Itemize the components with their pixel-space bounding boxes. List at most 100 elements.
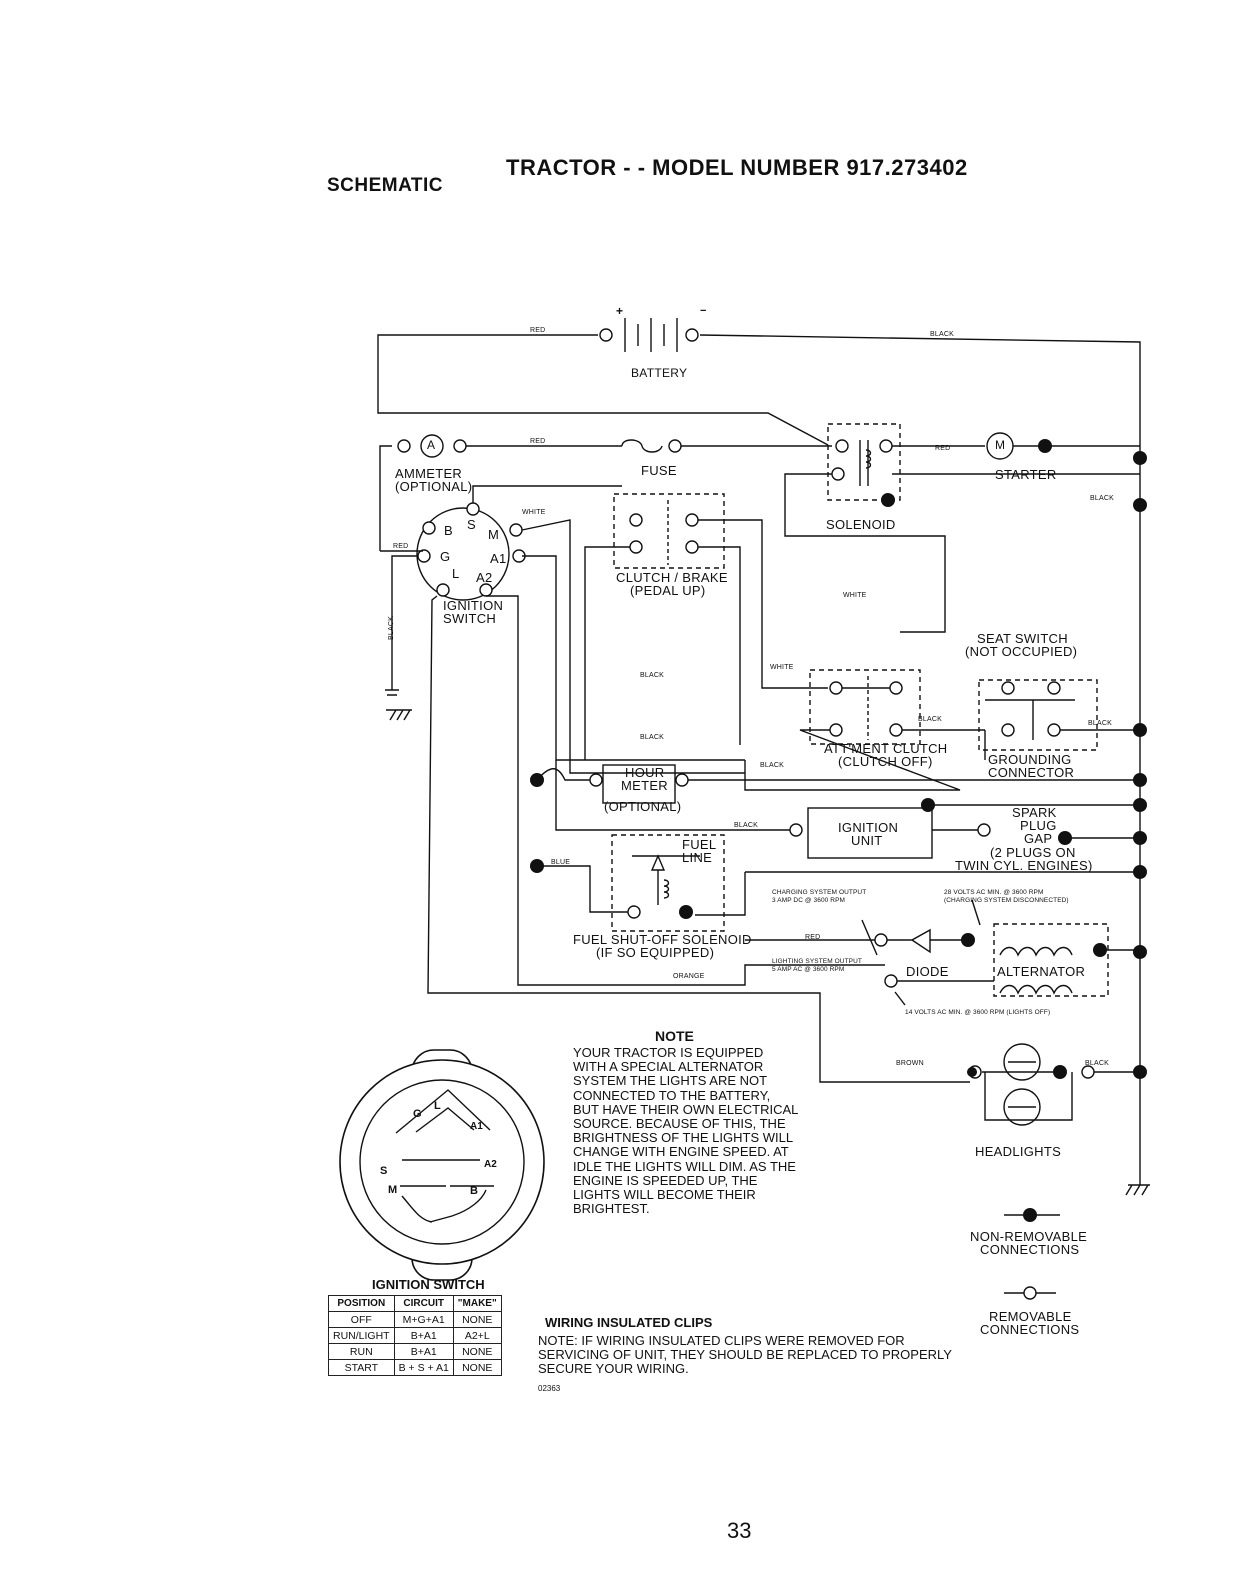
wire-black-grounding: BLACK [760, 762, 784, 769]
terminal-s: S [467, 517, 476, 532]
wire-black-seat: BLACK [1088, 720, 1112, 727]
ammeter-optional-label: (OPTIONAL) [395, 479, 473, 494]
wire-red-switch: RED [393, 543, 409, 550]
wire-orange: ORANGE [673, 973, 705, 980]
terminal-l: L [452, 566, 460, 581]
hour-meter-box [602, 764, 676, 804]
clutch-brake-box [613, 493, 725, 569]
ammeter-symbol: A [427, 438, 436, 452]
wire-black-ignition: BLACK [734, 822, 758, 829]
spark-plug-label-2: PLUG [1020, 818, 1057, 833]
battery-symbol [599, 318, 699, 352]
hour-meter-label-2: METER [621, 778, 668, 793]
lighting-output-value: 5 AMP AC @ 3600 RPM [772, 966, 845, 973]
headlight-lower-icon [1003, 1088, 1041, 1126]
solenoid-box [827, 423, 901, 501]
fuel-shutoff-box [611, 834, 725, 932]
ignition-switch-label: IGNITION [443, 598, 504, 613]
wire-red-diode: RED [805, 934, 821, 941]
seat-switch-box [978, 679, 1098, 751]
wire-brown: BROWN [896, 1060, 924, 1067]
wire-white-attment: WHITE [770, 664, 794, 671]
spark-plug-twin-label: TWIN CYL. ENGINES) [955, 858, 1093, 873]
table-cell: RUN [328, 1343, 395, 1360]
fuel-line-label: LINE [682, 850, 713, 865]
non-removable-label-2: CONNECTIONS [980, 1242, 1080, 1257]
battery-minus-sign: − [700, 305, 707, 317]
seat-switch-state-label: (NOT OCCUPIED) [965, 644, 1078, 659]
face-letter-b: B [470, 1185, 478, 1197]
table-header-cell: POSITION [328, 1295, 395, 1312]
table-row: RUN/LIGHT B+A1 A2+L [328, 1327, 502, 1344]
wire-black-battery: BLACK [930, 331, 954, 338]
table-row: START B + S + A1 NONE [328, 1359, 502, 1376]
table-cell: NONE [452, 1359, 502, 1376]
diagram-title: TRACTOR - - MODEL NUMBER 917.273402 [506, 155, 968, 180]
face-letter-s: S [380, 1165, 388, 1177]
face-letter-m: M [388, 1184, 398, 1196]
removable-label-2: CONNECTIONS [980, 1322, 1080, 1337]
attment-clutch-label: ATT'MENT CLUTCH [824, 741, 948, 756]
attment-clutch-state-label: (CLUTCH OFF) [838, 754, 933, 769]
table-cell: B + S + A1 [393, 1359, 454, 1376]
battery-label: BATTERY [631, 366, 688, 380]
fuse-symbol [621, 439, 663, 453]
clips-heading: WIRING INSULATED CLIPS [545, 1315, 713, 1330]
ammeter-icon [420, 434, 444, 458]
wire-black-solenoid: BLACK [1090, 495, 1114, 502]
ignition-unit-box [807, 807, 933, 859]
ignition-unit-label: IGNITION [838, 820, 899, 835]
table-cell: OFF [328, 1311, 395, 1328]
alternator-box [993, 923, 1109, 997]
table-cell: START [328, 1359, 395, 1376]
table-header-cell: CIRCUIT [393, 1295, 454, 1312]
face-letter-a1: A1 [470, 1121, 483, 1132]
grounding-connector-label: GROUNDING [988, 752, 1072, 767]
fuse-label: FUSE [641, 463, 677, 478]
table-row: RUN B+A1 NONE [328, 1343, 502, 1360]
wire-white-seat: WHITE [843, 592, 867, 599]
lighting-output-label: LIGHTING SYSTEM OUTPUT [772, 958, 862, 965]
non-removable-label: NON-REMOVABLE [970, 1229, 1088, 1244]
fuel-solenoid-equipped-label: (IF SO EQUIPPED) [596, 945, 715, 960]
table-cell: NONE [452, 1311, 502, 1328]
terminal-b: B [444, 523, 453, 538]
section-label: SCHEMATIC [327, 175, 444, 196]
face-letter-a2: A2 [484, 1159, 497, 1170]
wire-black-attment: BLACK [918, 716, 942, 723]
solenoid-label: SOLENOID [826, 517, 896, 532]
table-cell: M+G+A1 [393, 1311, 454, 1328]
charging-output-value: 3 AMP DC @ 3600 RPM [772, 897, 846, 904]
wire-black-ground: BLACK [388, 616, 395, 640]
table-cell: NONE [452, 1343, 502, 1360]
headlights-label: HEADLIGHTS [975, 1144, 1062, 1159]
wire-black-switch-a1: BLACK [640, 734, 664, 741]
table-header-row: POSITION CIRCUIT "MAKE" [328, 1295, 502, 1312]
ammeter-label: AMMETER [395, 466, 463, 481]
face-letter-l: L [434, 1100, 441, 1112]
alternator-label: ALTERNATOR [997, 964, 1086, 979]
removable-label: REMOVABLE [989, 1309, 1072, 1324]
table-cell: B+A1 [393, 1327, 454, 1344]
wire-black-brake: BLACK [640, 672, 664, 679]
spark-plug-label: SPARK [1012, 805, 1057, 820]
grounding-connector-label-2: CONNECTOR [988, 765, 1075, 780]
ignition-switch-label-2: SWITCH [443, 611, 497, 626]
starter-label: STARTER [995, 467, 1057, 482]
ignition-switch-ring [416, 507, 510, 601]
fuel-label: FUEL [682, 837, 717, 852]
table-cell: RUN/LIGHT [328, 1327, 395, 1344]
diode-label: DIODE [906, 964, 949, 979]
wire-red-battery: RED [530, 327, 546, 334]
table-header-cell: "MAKE" [452, 1295, 502, 1312]
face-letter-g: G [413, 1108, 422, 1120]
wire-blue: BLUE [551, 859, 571, 866]
ignition-unit-label-2: UNIT [851, 833, 883, 848]
wire-red-starter: RED [935, 445, 951, 452]
clutch-brake-label: CLUTCH / BRAKE [616, 570, 728, 585]
terminal-g: G [440, 549, 451, 564]
hour-meter-label: HOUR [625, 765, 665, 780]
battery-positive-wire [377, 334, 829, 446]
battery-plus-sign: + [616, 304, 624, 318]
